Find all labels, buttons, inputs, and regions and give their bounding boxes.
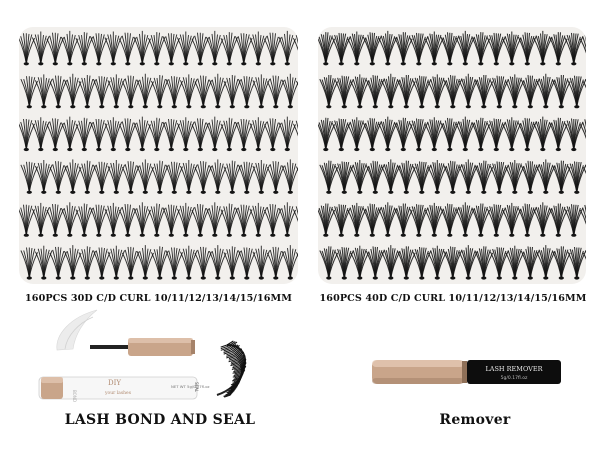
svg-text:SEAL: SEAL (194, 382, 199, 393)
lash-row (319, 73, 586, 109)
svg-text:your lashes: your lashes (104, 390, 132, 396)
svg-text:LASH REMOVER: LASH REMOVER (485, 365, 543, 373)
bond-tube-brand: DIY (108, 379, 121, 387)
lash-row (319, 245, 586, 280)
mascara-brush-head (216, 340, 247, 398)
lash-row (319, 159, 586, 194)
svg-text:5g/0.17fl.oz: 5g/0.17fl.oz (501, 375, 528, 381)
lash-row (318, 30, 586, 66)
lash-clusters-40d (318, 30, 586, 280)
lash-row (20, 245, 298, 280)
lash-row (20, 73, 298, 109)
caption-bond-seal: LASH BOND AND SEAL (64, 412, 256, 428)
svg-text:BOND: BOND (72, 390, 77, 402)
lash-clusters-30d (19, 30, 298, 280)
lash-row (318, 116, 586, 152)
lash-tray-40d-image (318, 27, 586, 284)
bond-seal-product-image: DIY your lashes NET WT 5g/0.17fl.oz BOND… (35, 305, 265, 410)
lash-row (20, 159, 298, 194)
lash-tray-30d-image (19, 27, 298, 284)
svg-text:NET WT 5g/0.17fl.oz: NET WT 5g/0.17fl.oz (171, 384, 210, 389)
lash-row (19, 202, 298, 237)
caption-remover: Remover (439, 412, 511, 428)
lash-row (19, 30, 298, 66)
caption-30d: 160PCS 30D C/D CURL 10/11/12/13/14/15/16… (25, 293, 292, 304)
lash-row (19, 116, 298, 152)
caption-40d: 160PCS 40D C/D CURL 10/11/12/13/14/15/16… (319, 293, 587, 304)
remover-product-image: LASH REMOVER 5g/0.17fl.oz (368, 355, 568, 391)
lash-row (318, 202, 586, 237)
